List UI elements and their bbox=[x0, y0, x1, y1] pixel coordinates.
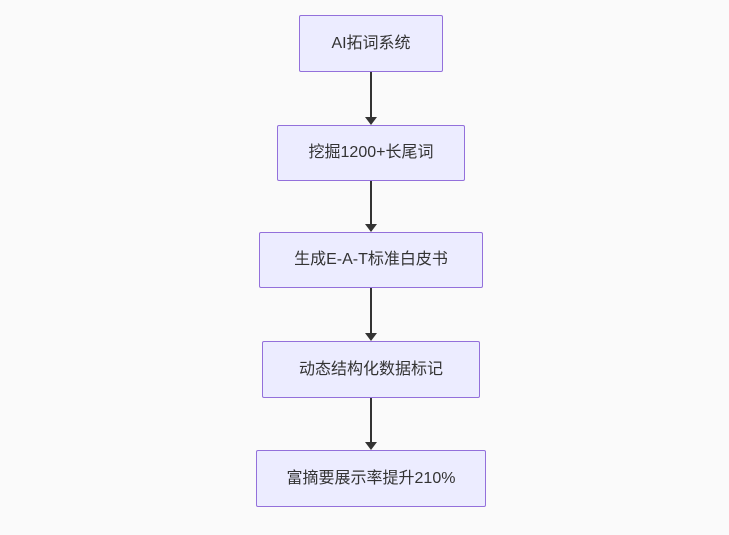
arrow-down-icon bbox=[370, 398, 372, 442]
flow-node-longtail-mining: 挖掘1200+长尾词 bbox=[277, 125, 465, 181]
flow-node-eat-whitepaper: 生成E-A-T标准白皮书 bbox=[259, 232, 483, 288]
flow-node-ai-keyword-system: AI拓词系统 bbox=[299, 15, 443, 72]
arrow-down-icon bbox=[370, 181, 372, 224]
arrow-down-icon bbox=[370, 72, 372, 117]
arrow-down-icon bbox=[370, 288, 372, 333]
flow-node-structured-data-markup: 动态结构化数据标记 bbox=[262, 341, 480, 398]
flow-node-rich-snippet-result: 富摘要展示率提升210% bbox=[256, 450, 486, 507]
